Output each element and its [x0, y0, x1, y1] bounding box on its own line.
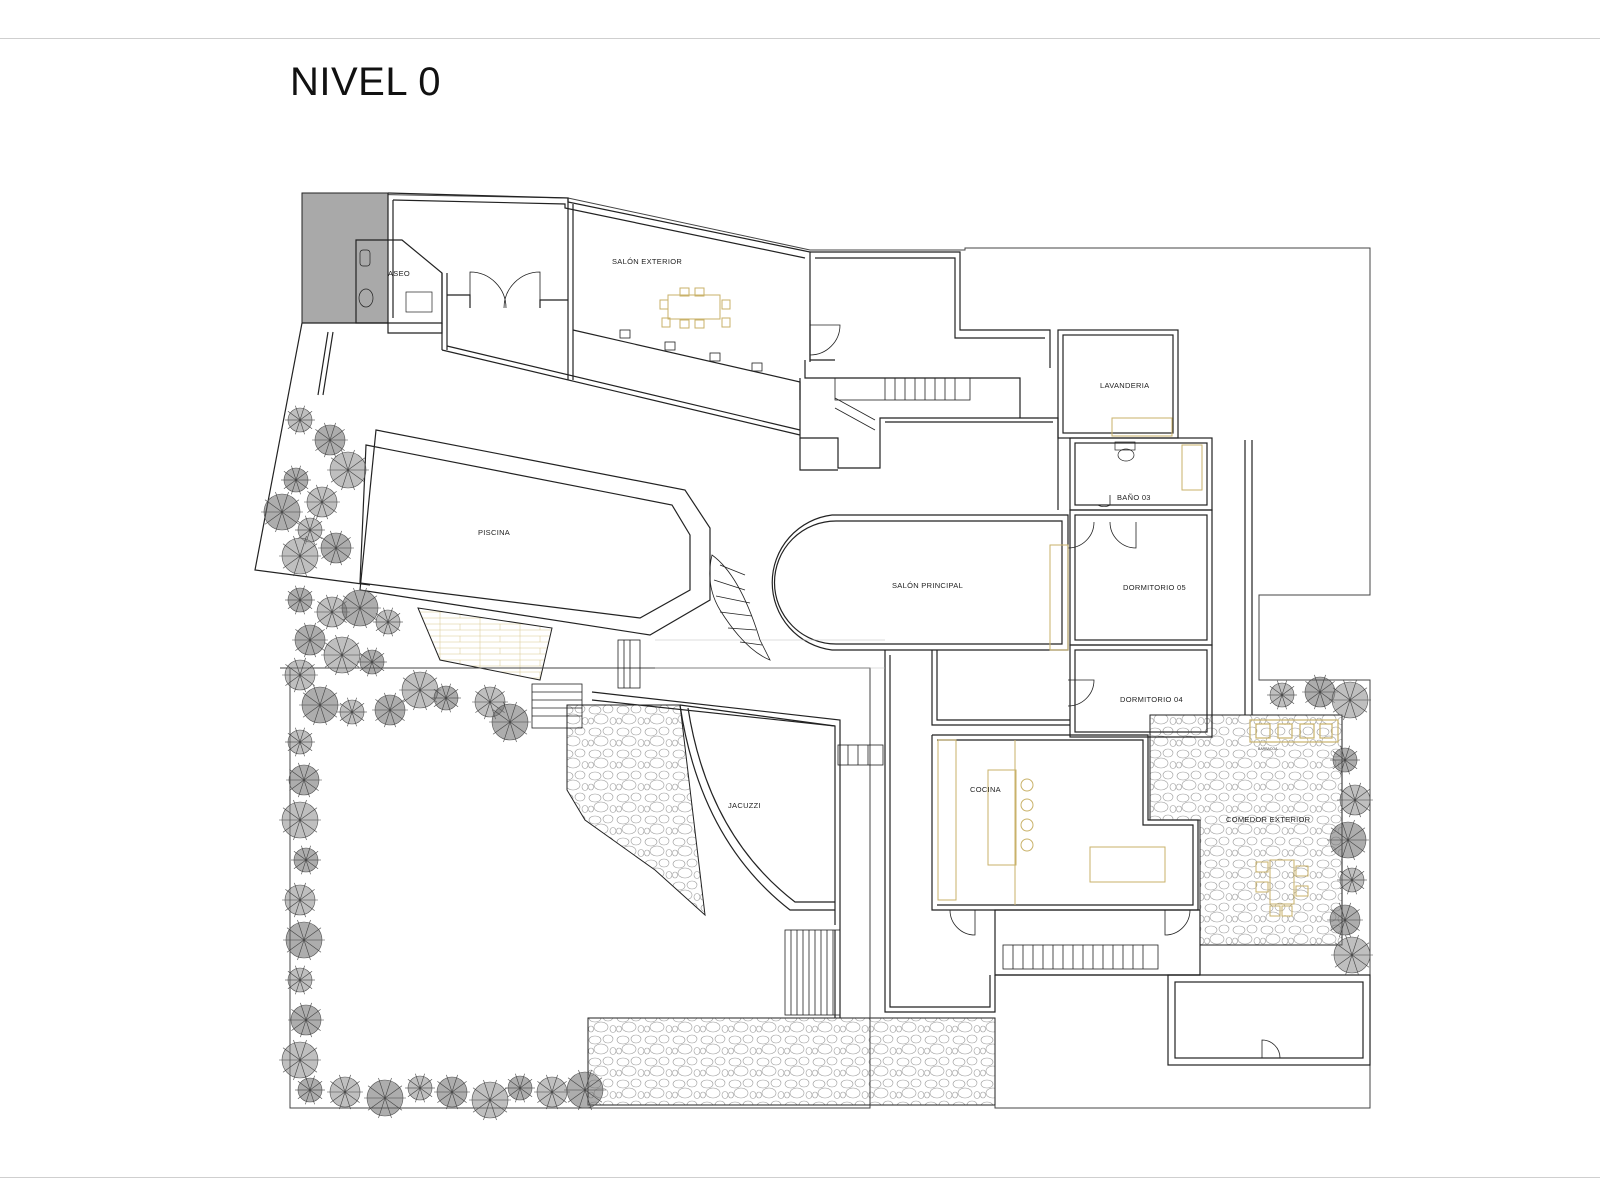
- room-label-jacuzzi: JACUZZI: [728, 801, 761, 810]
- garden-boundary: [289, 667, 871, 1109]
- room-label-bano-03: BAÑO 03: [1117, 493, 1151, 502]
- room-label-lavanderia: LAVANDERIA: [1100, 381, 1149, 390]
- plant-symbol: [405, 1073, 435, 1103]
- plant-symbol: [534, 1074, 570, 1110]
- plant-symbol: [292, 622, 328, 658]
- room-label-comedor-exterior: COMEDOR EXTERIOR: [1226, 815, 1311, 824]
- plant-symbol: [339, 587, 381, 629]
- door-swings: [469, 271, 1281, 1059]
- plant-symbol: [304, 484, 340, 520]
- barbacoa-label: BARBACOA: [1258, 747, 1278, 751]
- plant-symbol: [295, 1075, 325, 1105]
- stairs: [531, 377, 1159, 1016]
- plant-symbol: [1329, 679, 1371, 721]
- plant-symbol: [283, 919, 325, 961]
- plant-symbol: [314, 594, 350, 630]
- drawing-sheet: [0, 38, 1600, 1178]
- service-block: [301, 192, 389, 324]
- plant-symbol: [299, 684, 341, 726]
- plant-symbol: [337, 697, 367, 727]
- barbacoa-unit: [1249, 719, 1339, 743]
- plant-symbol: [285, 965, 315, 995]
- plant-symbol: [279, 1039, 321, 1081]
- bottom-stone-path: [587, 1017, 996, 1106]
- plant-symbol: [1302, 674, 1338, 710]
- vegetation: [261, 405, 1373, 1121]
- aseo-fixtures: [358, 249, 1136, 462]
- plant-symbol: [1267, 680, 1297, 710]
- room-label-cocina: COCINA: [970, 785, 1001, 794]
- plant-symbol: [281, 465, 311, 495]
- plant-symbol: [318, 530, 354, 566]
- plant-symbol: [469, 1079, 511, 1121]
- plant-symbol: [364, 1077, 406, 1119]
- room-label-salon-exterior: SALÓN EXTERIOR: [612, 257, 682, 266]
- pool: [359, 429, 711, 636]
- plant-symbol: [1330, 745, 1360, 775]
- plant-symbol: [327, 449, 369, 491]
- room-label-dormitorio-05: DORMITORIO 05: [1123, 583, 1186, 592]
- plant-symbol: [1327, 902, 1363, 938]
- plant-symbol: [357, 647, 387, 677]
- plant-symbol: [321, 634, 363, 676]
- plant-symbol: [372, 692, 408, 728]
- plant-symbol: [285, 585, 315, 615]
- plant-symbol: [279, 535, 321, 577]
- plant-symbol: [279, 799, 321, 841]
- plant-symbol: [431, 683, 461, 713]
- planters: [619, 329, 763, 372]
- plant-symbol: [1327, 819, 1369, 861]
- plant-symbol: [285, 405, 315, 435]
- plant-symbol: [434, 1074, 470, 1110]
- kitchen-furniture: [937, 417, 1203, 905]
- plant-symbol: [285, 727, 315, 757]
- plant-symbol: [327, 1074, 363, 1110]
- plant-symbol: [564, 1069, 606, 1111]
- plant-symbol: [291, 845, 321, 875]
- plant-symbol: [282, 882, 318, 918]
- room-label-aseo: ASEO: [388, 269, 410, 278]
- left-wall-strip: [254, 322, 388, 586]
- comedor-exterior-furniture: [1255, 859, 1309, 917]
- room-label-piscina: PISCINA: [478, 528, 510, 537]
- jacuzzi-stone-terrace: [566, 704, 706, 917]
- salon-exterior-furniture: [659, 287, 731, 329]
- plant-symbol: [505, 1073, 535, 1103]
- pool-deck: [417, 607, 553, 681]
- site-boundary: [301, 192, 1371, 1109]
- plant-symbol: [373, 607, 403, 637]
- plant-symbol: [261, 491, 303, 533]
- plan-title: NIVEL 0: [290, 60, 441, 104]
- plant-symbol: [282, 657, 318, 693]
- room-label-dormitorio-04: DORMITORIO 04: [1120, 695, 1183, 704]
- plant-symbol: [286, 762, 322, 798]
- plant-symbol: [295, 515, 325, 545]
- plant-symbol: [1331, 934, 1373, 976]
- walls: [355, 192, 1371, 1066]
- plant-symbol: [312, 422, 348, 458]
- plant-symbol: [399, 669, 441, 711]
- jacuzzi: [679, 704, 836, 911]
- plant-symbol: [1337, 865, 1367, 895]
- plant-symbol: [288, 1002, 324, 1038]
- room-label-salon-principal: SALÓN PRINCIPAL: [892, 581, 963, 590]
- plant-symbol: [489, 701, 531, 743]
- plant-symbol: [1337, 782, 1373, 818]
